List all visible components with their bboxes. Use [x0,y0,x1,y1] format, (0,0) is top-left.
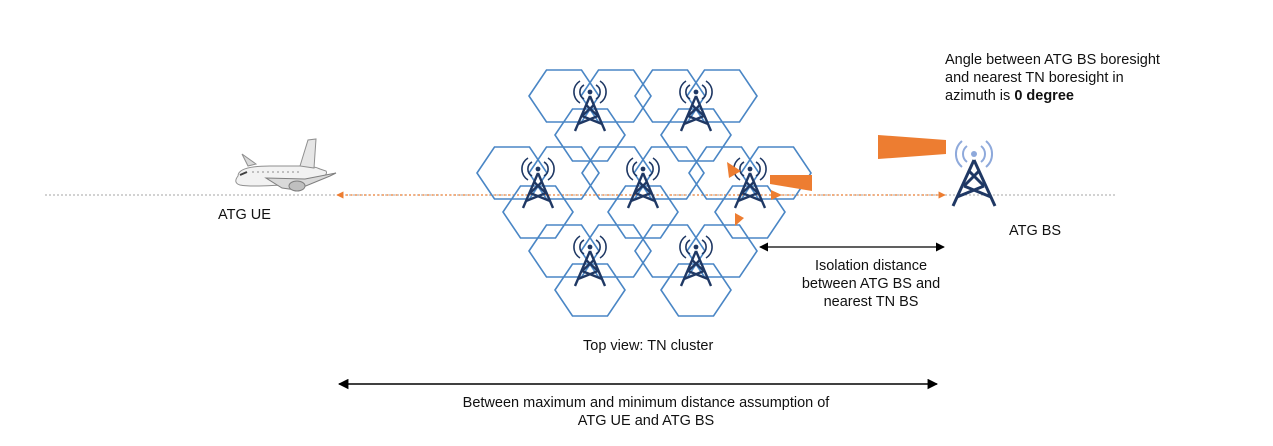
atg-ue-label: ATG UE [218,207,271,223]
tn-tower-icon [679,80,713,132]
isolation-distance-label: Isolation distance between ATG BS and ne… [781,257,961,311]
hex-cell [580,69,652,123]
tn-tower-icon [573,80,607,132]
range-label-line-2: ATG UE and ATG BS [577,413,715,429]
angle-note: Angle between ATG BS boresight and neare… [945,51,1205,105]
atg-bs-label: ATG BS [1009,223,1062,239]
angle-note-line-1: Angle between ATG BS boresight [945,52,1160,68]
tn-sector-beam-mid [771,190,782,200]
hex-cell [634,69,706,123]
hex-cell [528,224,600,278]
hex-cell [740,146,812,200]
hex-cell [634,224,706,278]
hex-cell [607,185,679,239]
tn-tower-icon [573,235,607,287]
tn-sector-beam-up [727,162,741,178]
hex-cell [714,185,786,239]
hex-cell [502,185,574,239]
hex-cell [554,108,626,162]
airplane-icon [235,138,337,192]
angle-note-line-3: azimuth is 0 degree [945,87,1205,105]
isolation-label-line-2: between ATG BS and [801,276,941,292]
tn-tower-icon [626,157,660,209]
hex-cell [660,263,732,317]
hex-cell [660,108,732,162]
tn-sector-beam-right [770,175,812,191]
hex-cell [476,146,548,200]
hex-cell [580,224,652,278]
isolation-label-line-1: Isolation distance [814,258,928,274]
angle-value: 0 degree [1014,88,1074,104]
hex-cell [528,146,600,200]
tn-cluster-hex-grid [476,69,812,317]
tn-towers [521,80,767,287]
range-label-line-1: Between maximum and minimum distance ass… [462,395,830,411]
hex-cell [688,146,760,200]
hex-cell [528,69,600,123]
tn-cluster-label: Top view: TN cluster [583,338,714,354]
hex-cell [686,69,758,123]
atg-bs-tower-icon [951,140,997,207]
isolation-label-line-3: nearest TN BS [823,294,919,310]
hex-cell [581,146,653,200]
angle-note-prefix: azimuth is [945,88,1015,104]
tn-tower-icon [733,157,767,209]
hex-cell [554,263,626,317]
tn-tower-icon [679,235,713,287]
tn-sector-beams [727,162,812,226]
hex-cell [633,146,705,200]
atg-bs-beam [878,135,946,159]
tn-tower-icon [521,157,555,209]
hex-cell [686,224,758,278]
distance-range-label: Between maximum and minimum distance ass… [436,394,856,430]
tn-sector-beam-down [735,213,744,226]
angle-note-line-2: and nearest TN boresight in [945,70,1124,86]
